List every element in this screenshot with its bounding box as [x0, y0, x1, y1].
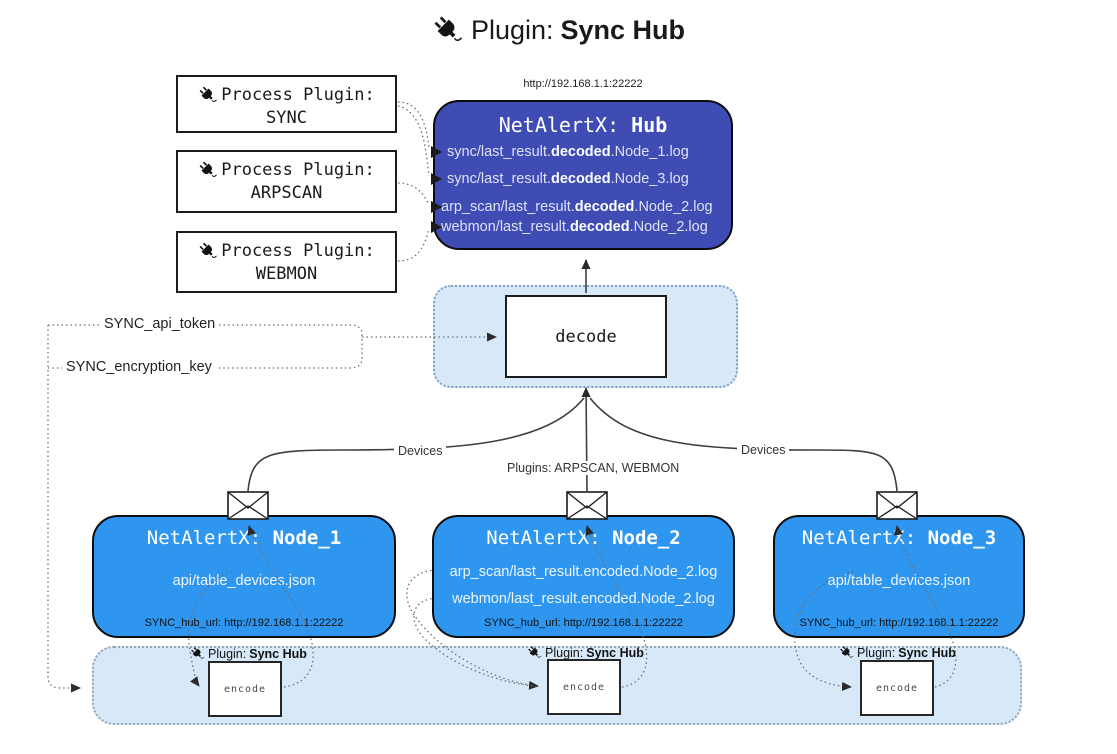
node-hub-url: SYNC_hub_url: http://192.168.1.1:22222 — [144, 617, 344, 629]
sync-plugin-link-1 — [397, 101, 430, 148]
settings-to-encoders-line — [47, 325, 81, 693]
sync-plugin-link-2 — [397, 105, 430, 177]
edge-label-plugins: Plugins: ARPSCAN, WEBMON — [503, 461, 684, 475]
process-plugin-name: ARPSCAN — [250, 183, 323, 203]
hub-log-line: arp_scan/last_result.decoded.Node_2.log — [441, 199, 713, 215]
title-name: Sync Hub — [560, 14, 686, 45]
page-title: Plugin: Sync Hub — [0, 14, 1117, 46]
plug-icon — [199, 86, 218, 102]
process-plugin-label: Process Plugin: — [221, 241, 375, 261]
title-prefix: Plugin: — [470, 14, 554, 45]
node-title: NetAlertX: Node_3 — [801, 527, 997, 549]
hub-url: http://192.168.1.1:22222 — [523, 78, 643, 90]
edge-label-devices-left: Devices — [394, 444, 447, 458]
process-plugin-arpscan: Process Plugin: ARPSCAN — [176, 150, 397, 213]
webmon-plugin-link — [397, 228, 430, 262]
hub-log-line: sync/last_result.decoded.Node_1.log — [447, 144, 689, 160]
node-line: webmon/last_result.encoded.Node_2.log — [452, 591, 715, 607]
encoder-label: Plugin:Sync Hub — [839, 645, 956, 660]
process-plugin-name: WEBMON — [255, 264, 318, 284]
node-line: api/table_devices.json — [827, 573, 971, 589]
sync-encryption-key-label: SYNC_encryption_key — [62, 359, 216, 375]
encode-box: encode — [547, 659, 621, 715]
node-title: NetAlertX: Node_1 — [146, 527, 342, 549]
hub-log-line: sync/last_result.decoded.Node_3.log — [447, 171, 689, 187]
process-plugin-name: SYNC — [266, 108, 307, 128]
hub-log-line: webmon/last_result.decoded.Node_2.log — [441, 219, 708, 235]
hub-title: NetAlertX: Hub — [498, 113, 668, 137]
edge-label-devices-right: Devices — [737, 443, 790, 457]
node-title: NetAlertX: Node_2 — [486, 527, 681, 549]
process-plugin-label: Process Plugin: — [221, 85, 375, 105]
arpscan-plugin-link — [397, 182, 430, 206]
plug-icon — [840, 646, 854, 658]
process-plugin-label: Process Plugin: — [221, 160, 375, 180]
node3-box: NetAlertX: Node_3 api/table_devices.json… — [773, 515, 1025, 638]
process-plugin-sync: Process Plugin: SYNC — [176, 75, 397, 133]
encoder-label: Plugin:Sync Hub — [527, 645, 644, 660]
node-hub-url: SYNC_hub_url: http://192.168.1.1:22222 — [799, 617, 999, 629]
plug-icon — [528, 646, 542, 658]
node-hub-url: SYNC_hub_url: http://192.168.1.1:22222 — [484, 617, 683, 629]
plug-icon — [199, 242, 218, 258]
node1-box: NetAlertX: Node_1 api/table_devices.json… — [92, 515, 396, 638]
process-plugin-webmon: Process Plugin: WEBMON — [176, 231, 397, 293]
plug-icon — [191, 647, 205, 659]
node-line: api/table_devices.json — [172, 573, 316, 589]
encoder-label: Plugin:Sync Hub — [190, 646, 307, 661]
hub-box: NetAlertX: Hub sync/last_result.decoded.… — [433, 100, 733, 250]
plug-icon — [434, 16, 463, 42]
encode-box: encode — [860, 660, 934, 716]
decode-box: decode — [505, 295, 667, 378]
sync-api-token-label: SYNC_api_token — [100, 316, 220, 332]
node2-box: NetAlertX: Node_2 arp_scan/last_result.e… — [432, 515, 735, 638]
node2-to-decode-line — [581, 387, 591, 492]
node-line: arp_scan/last_result.encoded.Node_2.log — [449, 564, 718, 580]
plug-icon — [199, 161, 218, 177]
encode-box: encode — [208, 661, 282, 717]
